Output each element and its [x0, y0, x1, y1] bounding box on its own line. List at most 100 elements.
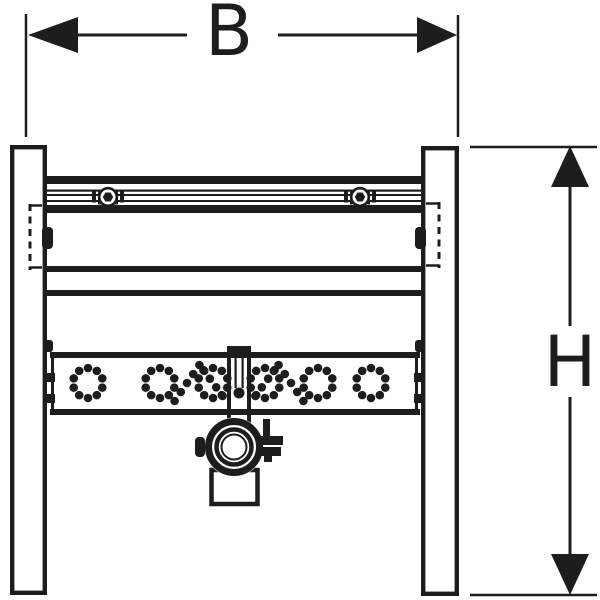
fastener-clip [92, 191, 96, 203]
mounting-lug [415, 227, 426, 249]
plate-hole [304, 390, 314, 400]
plate-hole [357, 390, 367, 400]
height-dimension-label: H [544, 321, 597, 403]
width-dimension-label: B [205, 0, 253, 72]
channel-screw-head [233, 387, 245, 399]
plate-hole [257, 383, 267, 392]
plate-hole [146, 390, 156, 400]
plate-hole [251, 391, 260, 401]
plate-hole [352, 374, 362, 383]
plate-hole [217, 366, 227, 376]
support-rail [47, 266, 421, 272]
plate-hole [74, 390, 84, 400]
plate-hole [141, 383, 151, 392]
plate-hole [92, 390, 102, 400]
plate-hole [92, 366, 102, 376]
plate-hole [199, 390, 209, 400]
plate-hole [97, 383, 107, 392]
plate-hole [176, 387, 186, 397]
channel-inner-slot [241, 358, 244, 388]
plate-bottom-edge [50, 409, 420, 415]
plate-end-nub [414, 394, 422, 403]
plate-hole [146, 366, 156, 376]
plate-hole [155, 363, 165, 373]
hex-nut-icon [354, 192, 366, 202]
perforated-mounting-plate [47, 352, 422, 415]
plate-right-end [415, 352, 418, 415]
arrowhead-down-icon [551, 554, 589, 595]
bolt-tip [264, 456, 272, 462]
plate-hole [352, 383, 362, 392]
plate-hole [313, 363, 323, 373]
plate-hole [304, 366, 314, 376]
left-frame-post [9, 144, 47, 596]
plate-hole [292, 387, 302, 397]
clamp-tension-bolt [256, 419, 283, 462]
arrowhead-up-icon [551, 146, 589, 187]
support-rail [47, 290, 421, 296]
plate-hole [322, 390, 332, 400]
plate-top-edge [50, 352, 420, 358]
plate-end-nub [47, 394, 55, 403]
right-frame-post [421, 145, 460, 597]
plate-hole [380, 374, 390, 383]
channel-cap [227, 346, 251, 354]
plate-hole [83, 393, 93, 403]
width-dimension: B [24, 0, 460, 137]
plate-hole [274, 383, 284, 392]
arrowhead-left-icon [28, 17, 78, 53]
plate-hole [280, 369, 290, 379]
plate-hole [375, 366, 385, 376]
rail-fastener-group [92, 186, 376, 208]
channel-left-bar [227, 354, 231, 424]
plate-hole [260, 363, 270, 373]
hex-nut-icon [102, 192, 114, 202]
plate-hole [74, 366, 84, 376]
plate-hole [69, 383, 79, 392]
crossrail-rod-line [47, 200, 421, 202]
plate-hole [164, 366, 174, 376]
plate-hole [251, 366, 261, 376]
crossrail-thin-line [47, 189, 421, 192]
plate-hole [380, 383, 390, 392]
plate-hole [286, 378, 296, 388]
channel-right-bar [247, 354, 251, 424]
crossrail-bottom-bar [47, 205, 421, 213]
plate-hole [366, 363, 376, 373]
plate-hole [260, 393, 270, 403]
fastener-clip [344, 191, 348, 203]
fastener-clip [120, 191, 124, 203]
plate-hole-pattern [69, 360, 390, 406]
plate-hole [327, 374, 337, 383]
mounting-lug [42, 227, 53, 249]
crossrail-rod-line [47, 194, 421, 196]
plate-end-nub [414, 373, 422, 382]
plate-hole [218, 391, 227, 401]
plate-hole [194, 383, 204, 392]
plate-hole [169, 374, 179, 383]
plate-hole [141, 374, 151, 383]
plate-hole [155, 393, 165, 403]
plate-hole [170, 396, 179, 406]
plate-hole [263, 374, 273, 384]
bolt-shaft [263, 419, 270, 441]
plate-hole [97, 374, 107, 383]
plate-hole [194, 374, 204, 383]
plate-hole [322, 366, 332, 376]
arrowhead-right-icon [417, 17, 457, 53]
crossrail-top-bar [47, 176, 421, 184]
middle-support-rails [47, 266, 421, 296]
plate-hole [357, 366, 367, 376]
mounting-lug [44, 340, 53, 352]
height-dimension: H [470, 145, 597, 597]
plate-hole [182, 378, 192, 388]
channel-inner-slot [234, 358, 237, 388]
plate-hole [299, 383, 309, 392]
plate-left-end [51, 352, 54, 415]
drain-support-channel [227, 346, 251, 424]
plate-hole [299, 374, 309, 383]
plate-hole [366, 393, 376, 403]
plate-hole [375, 390, 385, 400]
